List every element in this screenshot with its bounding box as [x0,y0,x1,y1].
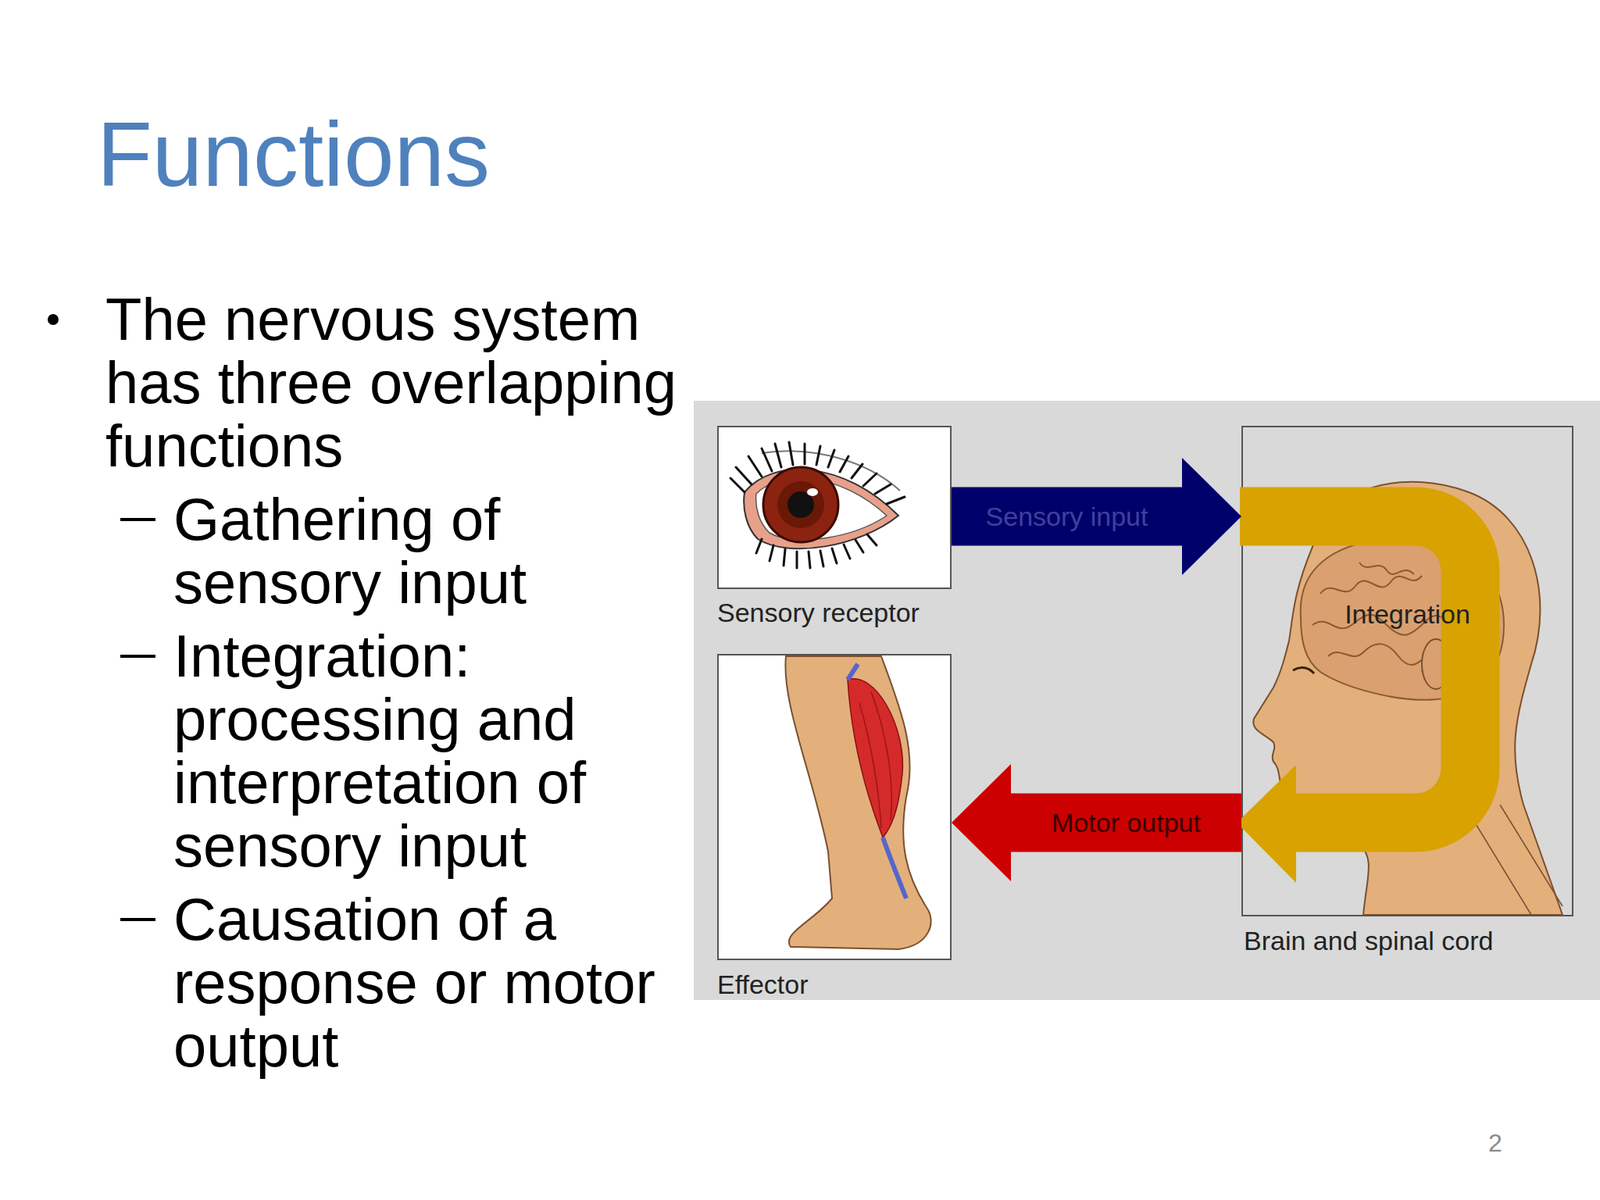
sub-bullet-text: Causation of a response or motor output [173,887,694,1078]
eye-illustration [730,442,905,568]
arrow-label: Sensory input [942,500,1193,533]
leg-illustration [785,656,931,950]
diagram-box: Effector [717,653,952,961]
node-label: Integration [1241,598,1574,630]
box-frame [717,425,952,590]
node-label: Brain and spinal cord [1243,925,1588,957]
integration-arrow [1236,516,1471,883]
box-frame [1241,425,1574,917]
bullet-list: The nervous system has three overlapping… [105,287,700,1078]
box-frame [717,653,952,961]
panel-background [693,400,1600,1000]
slide-title: Functions [96,102,490,208]
arrow-label: Motor output [1001,807,1252,839]
diagram-box: IntegrationBrain and spinal cord [1241,425,1574,917]
page-number: 2 [1488,1128,1503,1158]
sub-bullet-text: Gathering of sensory input [173,487,694,615]
diagram-box: Sensory receptor [717,425,952,590]
sub-bullet-text: Integration: processing and interpretati… [173,624,694,878]
node-label: Effector [717,968,952,1000]
node-label: Sensory receptor [717,596,999,629]
head-illustration [1253,482,1563,915]
bullet-text: The nervous system has three overlapping… [105,287,700,478]
